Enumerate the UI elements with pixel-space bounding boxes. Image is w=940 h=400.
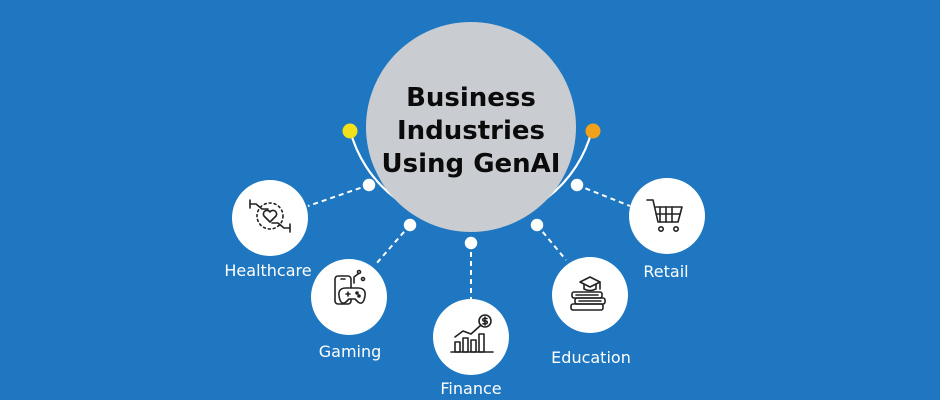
title-line-3: Using GenAI	[381, 148, 561, 179]
gaming-icon	[334, 269, 366, 305]
node-circle-healthcare	[232, 180, 308, 256]
label-healthcare: Healthcare	[224, 261, 312, 280]
arc-dots	[361, 177, 585, 251]
title-line-2: Industries	[396, 115, 546, 146]
diagram-title: Business Industries Using GenAI	[366, 66, 576, 196]
arc-dot-gaming	[402, 217, 418, 233]
label-gaming: Gaming	[318, 342, 382, 361]
label-education: Education	[551, 348, 631, 367]
node-education	[552, 257, 628, 333]
finance-icon	[450, 314, 494, 353]
accent-dot-orange	[585, 123, 601, 139]
accent-dot-yellow	[342, 123, 358, 139]
label-retail: Retail	[643, 262, 689, 281]
node-circle-retail	[629, 178, 705, 254]
node-healthcare	[232, 180, 308, 256]
node-retail	[629, 178, 705, 254]
node-finance	[433, 299, 509, 375]
connector-education	[536, 224, 567, 261]
retail-icon	[646, 199, 683, 233]
connector-gaming	[375, 224, 411, 265]
label-finance: Finance	[440, 379, 502, 398]
dashed-connectors	[307, 184, 631, 300]
node-gaming	[311, 259, 387, 335]
title-line-1: Business	[406, 82, 536, 113]
arc-dot-retail	[569, 177, 585, 193]
hub-circle	[366, 22, 576, 232]
node-circle-finance	[433, 299, 509, 375]
arc-dot-healthcare	[361, 177, 377, 193]
education-icon	[570, 276, 606, 311]
arc-dot-education	[529, 217, 545, 233]
arc-dot-finance	[463, 235, 479, 251]
connector-healthcare	[307, 184, 370, 207]
connector-retail	[576, 184, 631, 207]
healthcare-icon	[249, 199, 291, 233]
